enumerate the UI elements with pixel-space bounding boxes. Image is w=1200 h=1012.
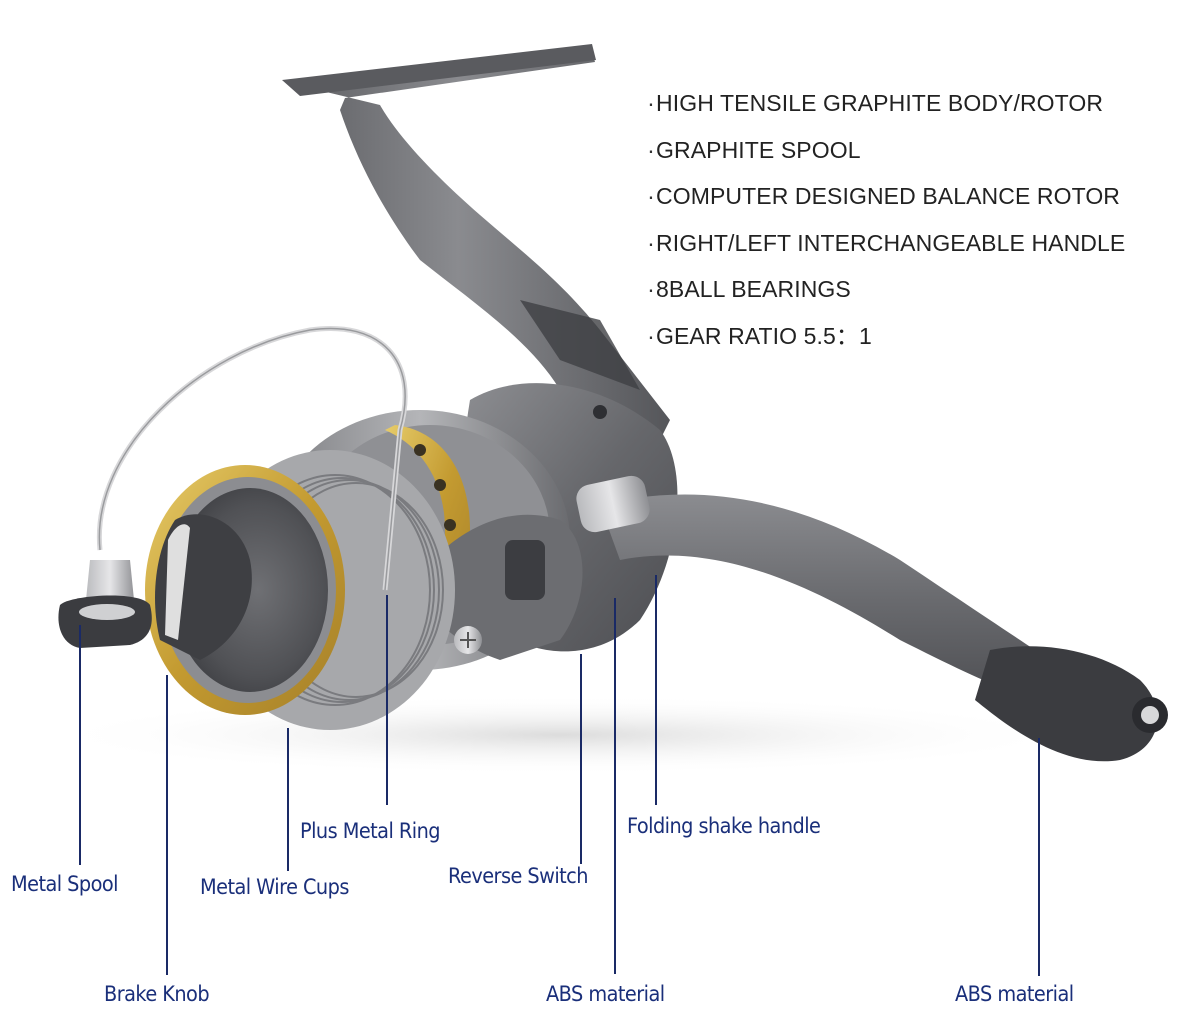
bullet-icon: · (647, 229, 655, 256)
leader-line-plus-metal-ring (386, 595, 388, 805)
bullet-icon: · (647, 276, 655, 302)
leader-line-brake-knob (166, 675, 168, 975)
bullet-icon: · (647, 90, 655, 116)
callout-plus-metal-ring: Plus Metal Ring (300, 819, 441, 843)
feature-item: ·HIGH TENSILE GRAPHITE BODY/ROTOR (646, 86, 1125, 133)
feature-item: ·RIGHT/LEFT INTERCHANGEABLE HANDLE (646, 226, 1125, 273)
leader-line-folding-handle (655, 575, 657, 805)
feature-list: ·HIGH TENSILE GRAPHITE BODY/ROTOR ·GRAPH… (646, 86, 1125, 365)
callout-metal-spool: Metal Spool (11, 872, 119, 896)
leader-line-metal-spool (79, 625, 81, 865)
feature-item: ·8BALL BEARINGS (646, 272, 1125, 319)
callout-abs-material-body: ABS material (546, 982, 665, 1006)
callout-metal-wire-cups: Metal Wire Cups (200, 875, 349, 899)
callout-folding-shake-handle: Folding shake handle (627, 814, 821, 838)
leader-line-metal-wire-cups (287, 728, 289, 871)
callout-brake-knob: Brake Knob (104, 982, 210, 1006)
feature-item: ·GEAR RATIO 5.5：1 (646, 319, 1125, 366)
callout-abs-material-handle: ABS material (955, 982, 1074, 1006)
callout-reverse-switch: Reverse Switch (448, 864, 589, 888)
feature-item: ·COMPUTER DESIGNED BALANCE ROTOR (646, 179, 1125, 226)
bullet-icon: · (647, 322, 655, 349)
bullet-icon: · (647, 183, 655, 209)
bullet-icon: · (647, 136, 655, 163)
leader-line-abs-material-body (614, 598, 616, 974)
leader-line-reverse-switch (580, 654, 582, 864)
leader-line-abs-material-handle (1038, 738, 1040, 976)
feature-item: ·GRAPHITE SPOOL (646, 133, 1125, 180)
